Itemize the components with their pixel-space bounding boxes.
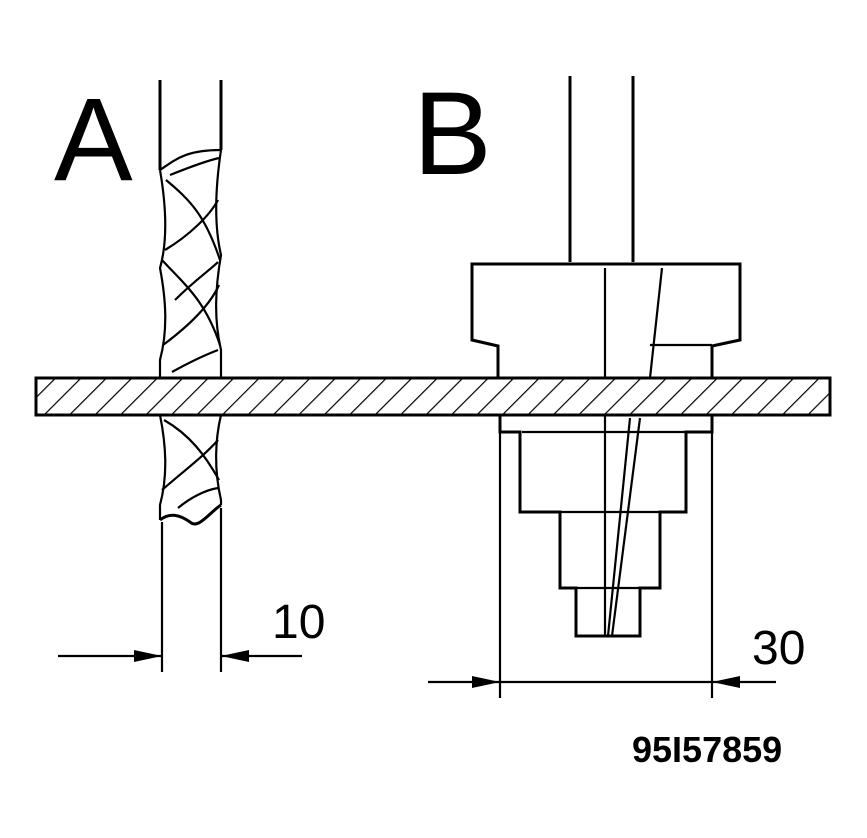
sheet-panel [34, 376, 832, 417]
dimension-a-value: 10 [272, 596, 325, 649]
step-drill-b [470, 76, 742, 638]
label-a: A [54, 74, 133, 206]
reference-code: 95I57859 [632, 729, 782, 770]
dimension-b-value: 30 [752, 622, 805, 675]
dimension-a [58, 508, 302, 672]
twist-drill-a [158, 80, 223, 526]
label-b: B [413, 68, 492, 200]
dimension-b [428, 432, 776, 698]
